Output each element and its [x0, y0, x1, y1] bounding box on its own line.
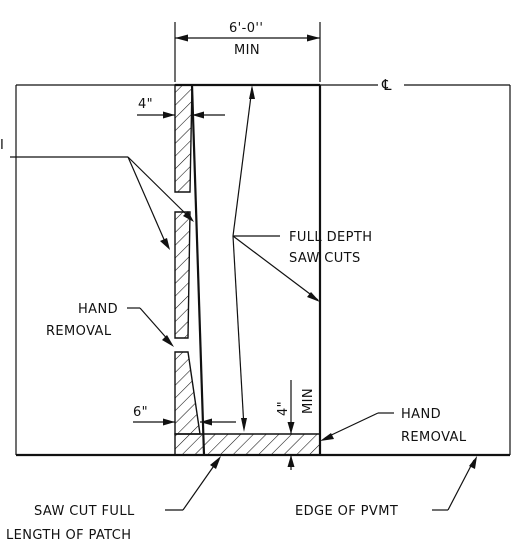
- dim-4-bottom-arrow-top: [287, 422, 295, 434]
- centerline-symbol: ℄: [381, 76, 392, 94]
- left-leader-arrow-strip: [160, 238, 170, 250]
- dim-6-arrow-b: [200, 418, 212, 426]
- dim-6-arrow-a: [163, 418, 175, 426]
- dim-4-bottom-min-label: MIN: [301, 388, 316, 414]
- saw-cut-arrow-bottom: [241, 418, 247, 432]
- full-depth-label-line2: SAW CUTS: [289, 251, 361, 266]
- full-depth-label-line1: FULL DEPTH: [289, 230, 372, 245]
- partial-left-label: I: [0, 138, 4, 153]
- hand-removal-right-line2: REMOVAL: [401, 430, 467, 445]
- saw-cut-full-arrow: [210, 456, 221, 469]
- left-leader-arrow-sawcut: [183, 211, 194, 222]
- saw-cut-arrow-top: [249, 85, 255, 99]
- saw-cut-full-leader: [182, 459, 219, 511]
- dim-4-left-label: 4": [138, 97, 153, 112]
- hand-removal-right-line1: HAND: [401, 407, 441, 422]
- hand-removal-right-arrow: [320, 433, 334, 441]
- hand-removal-left-line2: REMOVAL: [46, 324, 112, 339]
- dim-4-left-arrow-b: [192, 111, 204, 119]
- dim-6-label: 6": [133, 405, 148, 420]
- hand-removal-strip-middle: [174, 211, 191, 339]
- left-leader-to-strip: [127, 156, 167, 245]
- dim-4-bottom-arrow-bottom: [287, 455, 295, 467]
- saw-cut-full-label-line2: LENGTH OF PATCH: [6, 528, 131, 543]
- width-arrow-left: [175, 34, 188, 42]
- hand-removal-strip-bottom-edge: [174, 433, 321, 456]
- edge-of-pvmt-arrow: [469, 456, 477, 469]
- width-min-label: MIN: [234, 43, 260, 58]
- hand-removal-left-line1: HAND: [78, 302, 118, 317]
- edge-of-pvmt-leader: [447, 459, 475, 511]
- saw-cut-leader-to-top: [232, 87, 253, 237]
- width-dimension-label: 6'-0'': [229, 21, 263, 36]
- width-arrow-right: [307, 34, 320, 42]
- dim-4-bottom-label: 4": [276, 401, 291, 416]
- hand-removal-strip-bottom: [174, 351, 201, 435]
- saw-cut-full-label-line1: SAW CUT FULL: [34, 504, 135, 519]
- hand-removal-left-leader: [139, 307, 171, 343]
- dim-4-left-arrow-a: [163, 111, 175, 119]
- patch-left-saw-cut: [190, 84, 206, 456]
- left-leader-to-sawcut: [127, 156, 191, 219]
- hand-removal-right-leader: [324, 412, 379, 439]
- hand-removal-left-arrow: [162, 335, 174, 347]
- hand-removal-strip-top: [174, 84, 193, 193]
- edge-of-pvmt-label: EDGE OF PVMT: [295, 504, 398, 519]
- saw-cut-arrow-right: [307, 292, 320, 302]
- saw-cut-leader-to-right: [232, 235, 319, 301]
- saw-cut-leader-to-bottom: [232, 235, 245, 429]
